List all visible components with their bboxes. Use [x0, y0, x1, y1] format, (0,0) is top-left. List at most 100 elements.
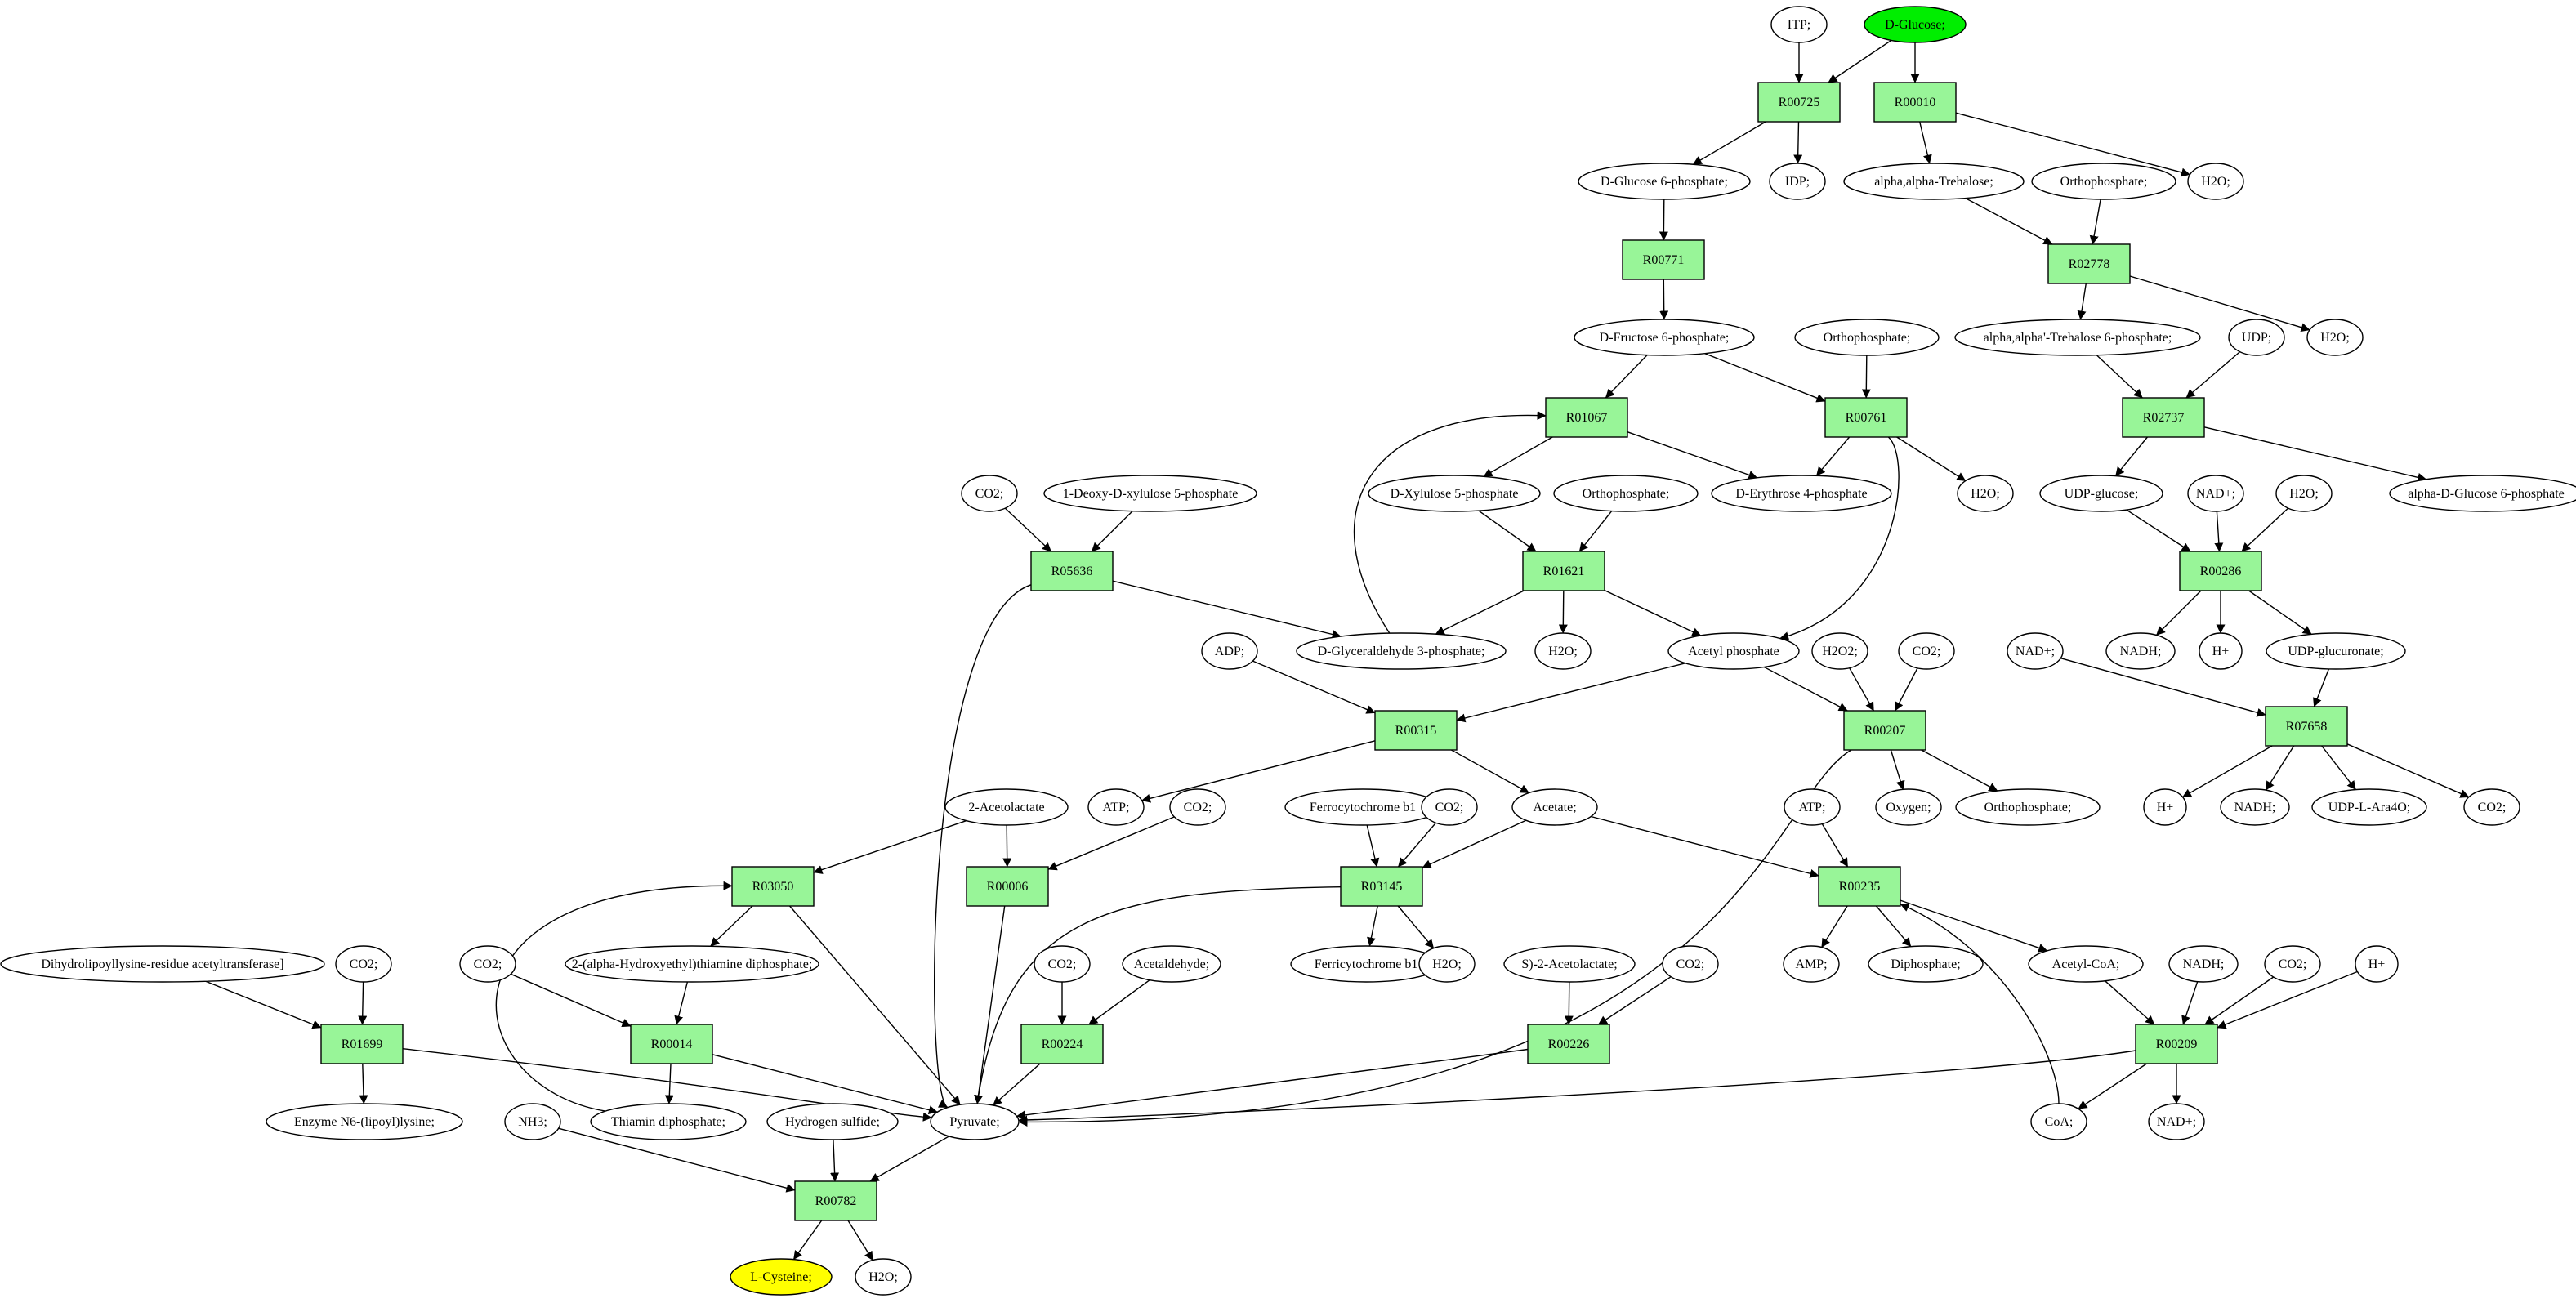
node-label: ATP;: [1103, 801, 1130, 814]
node-label: Ferrocytochrome b1: [1310, 801, 1416, 814]
edge-acp-to-r00207: [1763, 666, 1848, 712]
compound-node-adp: ADP;: [1201, 632, 1258, 670]
reaction-box: [1757, 82, 1841, 123]
node-label: CO2;: [1048, 957, 1077, 971]
node-label: NADH;: [2234, 801, 2276, 814]
compound-node-udp-l-ara4o: UDP-L-Ara4O;: [2311, 788, 2427, 826]
compound-node-orthophosphate: Orthophosphate;: [1553, 475, 1699, 512]
node-label: L-Cysteine;: [750, 1270, 812, 1284]
node-label: H2O;: [2289, 487, 2319, 501]
edge-r00286-to-nadh-1: [2156, 590, 2202, 636]
reaction-box: [1818, 866, 1901, 907]
node-label: R00209: [2156, 1037, 2198, 1051]
compound-node-itp: ITP;: [1770, 6, 1828, 43]
reaction-node-r00235: R00235: [1818, 866, 1901, 907]
compound-node-d-glyceraldehyde-3-phosphate: D-Glyceraldehyde 3-phosphate;: [1296, 632, 1507, 670]
compound-node-h2o: H2O;: [2187, 163, 2244, 200]
node-label: Acetaldehyde;: [1134, 957, 1209, 971]
node-label: NH3;: [518, 1115, 547, 1129]
compound-ellipse: [2187, 475, 2244, 512]
edge-ace-to-r00235: [1591, 815, 1819, 878]
node-label: CO2;: [975, 487, 1004, 501]
compound-node-2-alpha-hydroxyethyl-thiamine-diphosphate: 2-(alpha-Hydroxyethyl)thiamine diphospha…: [565, 945, 819, 983]
edge-r01067-to-x5p: [1483, 436, 1553, 477]
compound-node-nad: NAD+;: [2148, 1103, 2205, 1140]
reaction-node-r02778: R02778: [2047, 243, 2131, 284]
edge-r03050-to-hetpp: [710, 905, 753, 947]
edge-r00235-to-amp: [1821, 905, 1848, 948]
compound-ellipse: [1034, 945, 1091, 983]
node-label: NAD+;: [2196, 487, 2235, 501]
node-label: R00286: [2200, 564, 2242, 578]
edge-df6p-to-r01067: [1605, 355, 1648, 399]
edge-r02737-to-adg6p: [2203, 426, 2427, 482]
node-label: alpha,alpha-Trehalose;: [1874, 175, 1993, 189]
edge-r00725-to-idp: [1793, 121, 1803, 164]
node-label: Enzyme N6-(lipoyl)lysine;: [294, 1115, 435, 1129]
node-label: Ferricytochrome b1: [1315, 957, 1418, 971]
compound-ellipse: [2306, 319, 2364, 356]
node-label: CO2;: [1913, 645, 1941, 658]
node-label: R00014: [651, 1037, 693, 1051]
compound-node-udp-glucuronate: UDP-glucuronate;: [2266, 632, 2406, 670]
compound-ellipse: [1954, 319, 2201, 356]
node-label: Orthophosphate;: [1824, 331, 1911, 345]
compound-node-h2o: H2O;: [1534, 632, 1592, 670]
compound-ellipse: [2105, 632, 2176, 670]
reaction-node-r00014: R00014: [630, 1024, 713, 1064]
reaction-box: [2122, 397, 2205, 438]
edge-r00209-to-pyr: [1018, 1050, 2136, 1125]
edge-r00207-to-pi4: [1921, 749, 1998, 792]
node-label: R05636: [1051, 564, 1093, 578]
compound-node-nadh: NADH;: [2220, 788, 2290, 826]
compound-node-acetyl-coa: Acetyl-CoA;: [2028, 945, 2144, 983]
edge-r00006-to-pyr: [974, 905, 1006, 1104]
node-label: D-Erythrose 4-phosphate: [1735, 487, 1867, 501]
node-label: Pyruvate;: [949, 1115, 999, 1129]
compound-ellipse: [1875, 788, 1942, 826]
node-label: CO2;: [1676, 957, 1705, 971]
edge-nad-1-to-r00286: [2214, 511, 2224, 552]
node-label: 2-Acetolactate: [968, 801, 1044, 814]
node-label: UDP-glucose;: [2065, 487, 2139, 501]
compound-node-acetyl-phosphate: Acetyl phosphate: [1667, 632, 1800, 670]
compound-node-co2: CO2;: [2463, 788, 2520, 826]
node-label: UDP;: [2242, 331, 2271, 345]
compound-node-h2o: H2O;: [2275, 475, 2333, 512]
node-label: H2O2;: [1822, 645, 1858, 658]
node-label: NADH;: [2183, 957, 2225, 971]
compound-ellipse: [1711, 475, 1892, 512]
edge-dglc-to-r00725: [1828, 39, 1892, 83]
compound-node-d-fructose-6-phosphate: D-Fructose 6-phosphate;: [1574, 319, 1755, 356]
edge-r01621-to-acp: [1604, 589, 1702, 636]
node-label: H2O;: [2201, 175, 2230, 189]
compound-node-1-deoxy-d-xylulose-5-phosphate: 1-Deoxy-D-xylulose 5-phosphate: [1043, 475, 1257, 512]
reaction-box: [1374, 710, 1458, 751]
edge-dxp-to-r05636: [1091, 511, 1133, 552]
compound-ellipse: [2266, 632, 2406, 670]
edge-co2-4-to-r03145: [1397, 822, 1437, 868]
edge-acd-to-r00224: [1088, 979, 1150, 1025]
compound-node-pyruvate: Pyruvate;: [930, 1103, 1020, 1140]
compound-ellipse: [1667, 632, 1800, 670]
reaction-box: [1824, 397, 1908, 438]
reaction-box: [794, 1180, 877, 1221]
reaction-node-r01699: R01699: [320, 1024, 404, 1064]
reaction-node-r03145: R03145: [1340, 866, 1423, 907]
compound-ellipse: [1957, 475, 2014, 512]
compound-node-co2: CO2;: [1898, 632, 1955, 670]
edge-hs-to-r00782: [830, 1139, 840, 1182]
compound-ellipse: [730, 1258, 833, 1296]
compound-node-atp: ATP;: [1087, 788, 1145, 826]
node-label: R00224: [1042, 1037, 1083, 1051]
edge-atp-2-to-r00235: [1821, 823, 1849, 868]
edge-r01699-to-pyr: [402, 1048, 932, 1122]
node-label: ATP;: [1799, 801, 1826, 814]
compound-ellipse: [2199, 632, 2243, 670]
node-label: ITP;: [1788, 18, 1810, 32]
compound-node-orthophosphate: Orthophosphate;: [1955, 788, 2101, 826]
node-label: D-Glucose;: [1885, 18, 1945, 32]
node-label: CO2;: [1184, 801, 1212, 814]
edge-co2-1-to-r05636: [1004, 507, 1051, 552]
edge-r00235-to-acoa: [1900, 899, 2048, 953]
